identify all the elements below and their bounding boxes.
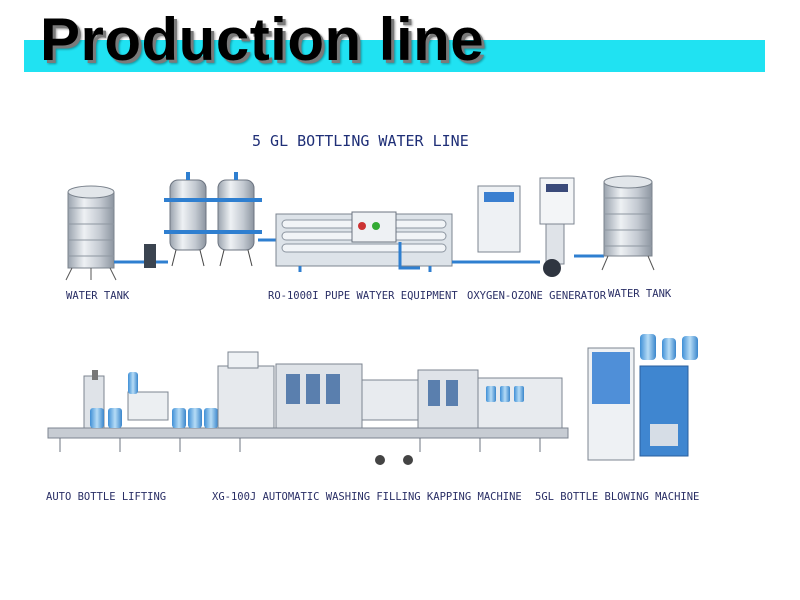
label-blowing-machine: 5GL BOTTLE BLOWING MACHINE [535,491,700,503]
label-ozone-generator: OXYGEN-OZONE GENERATOR [467,290,607,302]
water-tank-1-illustration [65,185,117,281]
water-tank-2-illustration [601,175,655,271]
conveyor-illustration [47,427,569,439]
label-ro-equipment: RO-1000I PUPE WATYER EQUIPMENT [268,290,458,302]
bottle-blowing-machine-illustration [587,334,698,461]
label-auto-bottle-lifting: AUTO BOTTLE LIFTING [46,491,167,503]
ozone-generator-illustration [477,177,575,277]
ro-equipment-illustration [275,211,453,272]
title-bar [24,40,765,72]
diagram-subtitle: 5 GL BOTTLING WATER LINE [252,132,469,150]
label-water-tank-1: WATER TANK [66,290,130,302]
washing-filling-capping-machine-illustration [217,351,563,465]
label-washing-filling-machine: XG-100J AUTOMATIC WASHING FILLING KAPPIN… [212,491,522,503]
sand-filters-illustration [164,172,262,267]
label-water-tank-2: WATER TANK [608,288,672,300]
page-title: Production line [40,6,485,73]
